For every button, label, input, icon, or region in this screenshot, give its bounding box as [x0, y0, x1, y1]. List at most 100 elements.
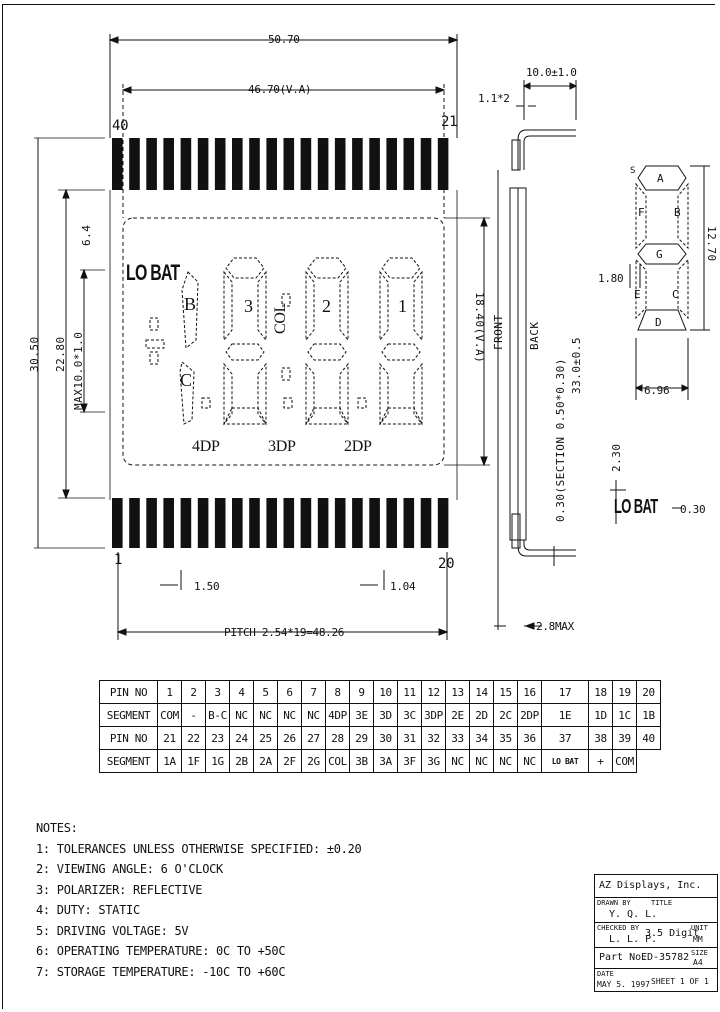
segment-detail-drawing [629, 165, 710, 400]
col-label: COL [272, 302, 289, 334]
pin-stripe [112, 498, 123, 548]
unit-label: UNIT [691, 924, 708, 932]
unit-value: MM [693, 935, 703, 944]
pin-stripe [180, 498, 192, 548]
table-cell: 1F [181, 749, 206, 773]
pin-stripe [437, 498, 449, 548]
table-cell: 18 [588, 680, 613, 704]
pin-stripe [283, 498, 295, 548]
table-cell: 21 [157, 726, 182, 750]
table-cell: 10 [373, 680, 398, 704]
title-value: 3.5 Digit [645, 928, 700, 939]
table-cell: NC [229, 703, 254, 727]
pin-stripe [266, 138, 277, 190]
pin-stripe [403, 498, 415, 548]
table-cell: B-C [205, 703, 230, 727]
detail-seg-d: D [655, 316, 662, 329]
table-cell: LO BAT [541, 749, 589, 773]
notes-title: NOTES: [36, 821, 78, 835]
dp-label-4: 4DP [192, 438, 220, 455]
table-cell: 28 [325, 726, 350, 750]
table-cell: 14 [469, 680, 494, 704]
detail-seg-g: G [656, 248, 663, 261]
lobat-detail-drawing [610, 480, 682, 524]
drawing-border [2, 4, 715, 1009]
drawn-by-name: Y. Q. L. [609, 909, 658, 920]
lobat-stroke-label: 0.30 [680, 503, 706, 516]
table-cell: NC [277, 703, 302, 727]
note-item: 3: POLARIZER: REFLECTIVE [36, 882, 203, 897]
note-item: 5: DRIVING VOLTAGE: 5V [36, 923, 189, 938]
back-label: BACK [528, 321, 541, 351]
table-cell: 40 [636, 726, 661, 750]
segment-c-label: C [180, 370, 192, 390]
table-cell: 2E [445, 703, 470, 727]
va-height-label: 18.40(V.A) [473, 292, 486, 364]
pin-stripe [146, 138, 157, 190]
table-cell: NC [253, 703, 278, 727]
pin-stripe [197, 138, 209, 190]
front-label: FRONT [492, 314, 505, 350]
table-cell: 1A [157, 749, 182, 773]
table-cell: 1E [541, 703, 589, 727]
pin-stripe [420, 138, 432, 190]
table-cell: 27 [301, 726, 326, 750]
detail-seg-a: A [657, 172, 664, 185]
pin-stripe [352, 138, 363, 190]
table-cell: 22 [181, 726, 206, 750]
part-no-value: ED-35782 [641, 952, 690, 963]
table-cell: NC [493, 749, 518, 773]
table-cell: 3A [373, 749, 398, 773]
table-cell: 15 [493, 680, 518, 704]
table-cell: 2D [469, 703, 494, 727]
table-cell: 6 [277, 680, 302, 704]
va-width-label: 46.70(V.A) [248, 83, 312, 96]
sheet-value: SHEET 1 OF 1 [651, 977, 709, 986]
title-block: AZ Displays, Inc. DRAWN BY Y. Q. L. TITL… [594, 874, 718, 992]
table-cell: NC [517, 749, 542, 773]
table-cell: 13 [445, 680, 470, 704]
table-cell: 2 [181, 680, 206, 704]
pin-stripe [197, 498, 209, 548]
pitch-label: PITCH 2.54*19=48.26 [224, 626, 345, 639]
pin-first-bottom-label: 1 [114, 552, 123, 568]
height-inner-label: 22.80 [54, 336, 67, 372]
pin-last-bottom-label: 20 [438, 556, 455, 572]
dp-label-2: 2DP [344, 438, 372, 455]
table-cell: 16 [517, 680, 542, 704]
table-cell: 11 [397, 680, 422, 704]
pin-stripe [369, 498, 380, 548]
table-cell: 34 [469, 726, 494, 750]
pin-stripe [249, 498, 260, 548]
table-cell: 37 [541, 726, 589, 750]
detail-seg-f: F [638, 206, 645, 219]
title-label: TITLE [651, 899, 673, 907]
pin-stripe [334, 138, 346, 190]
thickness-label: 10.0±1.0 [526, 66, 577, 79]
table-cell: 31 [397, 726, 422, 750]
checked-by-label: CHECKED BY [597, 924, 640, 932]
table-cell: COM [157, 703, 182, 727]
pin-last-top-label: 21 [441, 114, 458, 130]
pin-stripe [214, 498, 226, 548]
table-cell: 25 [253, 726, 278, 750]
table-cell: 36 [517, 726, 542, 750]
detail-height-label: 12.70 [705, 226, 718, 262]
drawn-by-label: DRAWN BY [597, 899, 631, 907]
digit-label-3: 3 [244, 296, 253, 316]
table-cell: 1 [157, 680, 182, 704]
side-max-label: 2.8MAX [536, 620, 574, 633]
table-cell: 3C [397, 703, 422, 727]
pin-stripe [249, 138, 260, 190]
table-cell: 8 [325, 680, 350, 704]
table-cell: NC [469, 749, 494, 773]
section-label: 0.30(SECTION 0.50*0.30) [554, 358, 567, 522]
overall-width-label: 50.70 [268, 33, 300, 46]
table-cell: 12 [421, 680, 446, 704]
size-label: SIZE [691, 949, 708, 957]
notes-block: NOTES: 1: TOLERANCES UNLESS OTHERWISE SP… [36, 818, 362, 982]
table-cell: 24 [229, 726, 254, 750]
table-cell: 30 [373, 726, 398, 750]
note-item: 7: STORAGE TEMPERATURE: -10C TO +60C [36, 964, 286, 979]
